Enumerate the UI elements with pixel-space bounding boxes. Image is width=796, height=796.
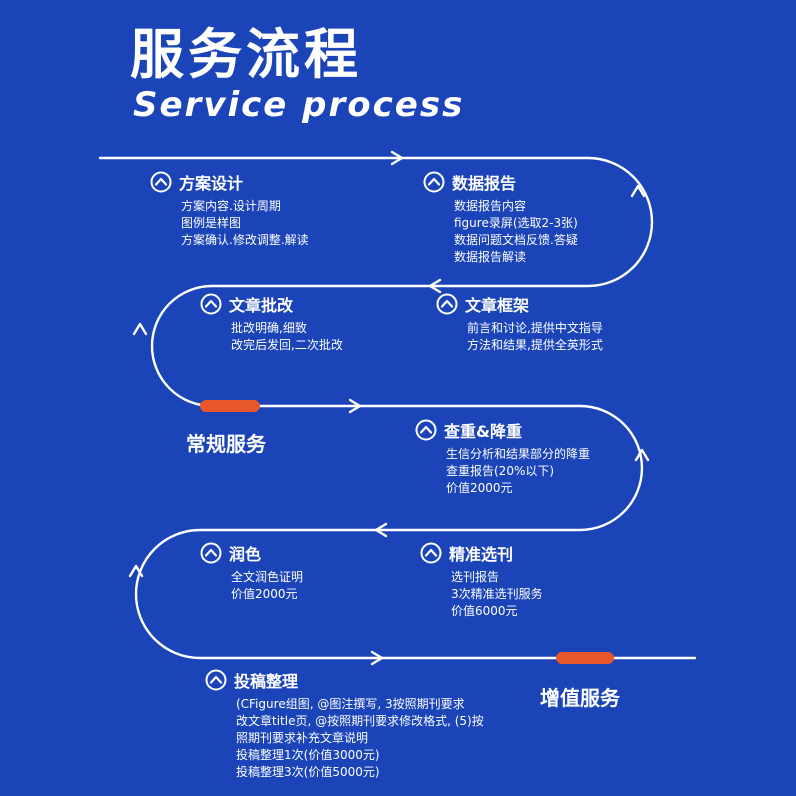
step-details: (CFigure组图, @图注撰写, 3按照期刊要求 改文章title页, @按… [236, 696, 484, 781]
step-detail: 方案确认.修改调整.解读 [181, 233, 309, 247]
step-detail: 价值6000元 [451, 604, 518, 618]
page-title: 服务流程 [130, 23, 362, 86]
arrow-head-8 [634, 448, 650, 462]
step-card: 投稿整理 (CFigure组图, @图注撰写, 3按照期刊要求 改文章title… [205, 668, 484, 781]
step-card: 数据报告 数据报告内容 figure录屏(选取2-3张) 数据问题文档反馈.答疑… [423, 170, 578, 266]
section-marker-regular [200, 400, 260, 412]
step-detail: 查重报告(20%以下) [446, 464, 555, 478]
arrow-head-3 [348, 398, 362, 414]
arrow-head-4 [374, 522, 388, 538]
step-detail: 照期刊要求补充文章说明 [236, 731, 369, 745]
section-label-regular: 常规服务 [186, 432, 266, 456]
step-title: 润色 [229, 545, 262, 564]
step-details: 前言和讨论,提供中文指导 方法和结果,提供全英形式 [467, 320, 603, 354]
step-header: 数据报告 [423, 170, 578, 194]
arrow-head-6 [630, 184, 646, 198]
step-detail: 生信分析和结果部分的降重 [446, 447, 591, 461]
step-details: 生信分析和结果部分的降重 查重报告(20%以下) 价值2000元 [446, 446, 590, 497]
step-header: 投稿整理 [205, 668, 484, 692]
step-detail: 3次精准选刊服务 [451, 587, 543, 601]
step-card: 精准选刊 选刊报告 3次精准选刊服务 价值6000元 [420, 541, 543, 620]
arrow-head-1 [390, 150, 404, 166]
step-detail: 选刊报告 [451, 570, 500, 584]
chevron-up-circle-icon [200, 542, 222, 564]
step-card: 文章框架 前言和讨论,提供中文指导 方法和结果,提供全英形式 [436, 292, 603, 354]
chevron-up-circle-icon [436, 293, 458, 315]
step-detail: 数据问题文档反馈.答疑 [454, 233, 578, 247]
step-card: 方案设计 方案内容.设计周期 图例是样图 方案确认.修改调整.解读 [150, 170, 309, 249]
step-detail: 价值2000元 [446, 481, 513, 495]
chevron-up-circle-icon [150, 171, 172, 193]
chevron-up-circle-icon [423, 171, 445, 193]
flow-line [98, 156, 697, 660]
step-header: 润色 [200, 541, 303, 565]
step-detail: (CFigure组图, @图注撰写, 3按照期刊要求 [236, 697, 465, 711]
step-header: 文章批改 [200, 292, 343, 316]
step-detail: figure录屏(选取2-3张) [454, 216, 578, 230]
arrow-head-9 [128, 564, 144, 578]
step-title: 数据报告 [452, 174, 517, 193]
step-detail: 数据报告内容 [454, 199, 527, 213]
step-title: 查重&降重 [444, 422, 522, 441]
step-detail: 方法和结果,提供全英形式 [467, 338, 603, 352]
section-marker-value-added [556, 652, 614, 664]
section-label-value-added: 增值服务 [540, 686, 620, 710]
chevron-up-circle-icon [420, 542, 442, 564]
step-title: 投稿整理 [234, 672, 299, 691]
step-title: 文章框架 [465, 296, 530, 315]
chevron-up-circle-icon [200, 293, 222, 315]
step-header: 方案设计 [150, 170, 309, 194]
step-detail: 全文润色证明 [231, 570, 304, 584]
step-card: 文章批改 批改明确,细致 改完后发回,二次批改 [200, 292, 343, 354]
step-title: 文章批改 [229, 296, 294, 315]
step-detail: 前言和讨论,提供中文指导 [467, 321, 603, 335]
step-detail: 图例是样图 [181, 216, 242, 230]
chevron-up-circle-icon [205, 669, 227, 691]
step-header: 查重&降重 [415, 418, 590, 442]
step-card: 查重&降重 生信分析和结果部分的降重 查重报告(20%以下) 价值2000元 [415, 418, 590, 497]
arrow-head-7 [132, 322, 148, 336]
step-detail: 数据报告解读 [454, 250, 527, 264]
step-title: 方案设计 [179, 174, 244, 193]
step-detail: 方案内容.设计周期 [181, 199, 281, 213]
step-details: 全文润色证明 价值2000元 [231, 569, 303, 603]
step-detail: 价值2000元 [231, 587, 298, 601]
step-card: 润色 全文润色证明 价值2000元 [200, 541, 303, 603]
step-details: 数据报告内容 figure录屏(选取2-3张) 数据问题文档反馈.答疑 数据报告… [454, 198, 578, 266]
chevron-up-circle-icon [415, 419, 437, 441]
step-title: 精准选刊 [449, 545, 514, 564]
step-detail: 改完后发回,二次批改 [231, 338, 343, 352]
step-details: 方案内容.设计周期 图例是样图 方案确认.修改调整.解读 [181, 198, 309, 249]
arrow-head-5 [370, 650, 384, 666]
step-details: 批改明确,细致 改完后发回,二次批改 [231, 320, 343, 354]
step-details: 选刊报告 3次精准选刊服务 价值6000元 [451, 569, 543, 620]
step-detail: 投稿整理3次(价值5000元) [236, 765, 380, 779]
step-header: 精准选刊 [420, 541, 543, 565]
step-detail: 投稿整理1次(价值3000元) [236, 748, 380, 762]
page-subtitle: Service process [133, 85, 465, 125]
step-header: 文章框架 [436, 292, 603, 316]
step-detail: 批改明确,细致 [231, 321, 307, 335]
step-detail: 改文章title页, @按照期刊要求修改格式, (5)按 [236, 714, 484, 728]
arrow-head-2 [428, 278, 442, 294]
